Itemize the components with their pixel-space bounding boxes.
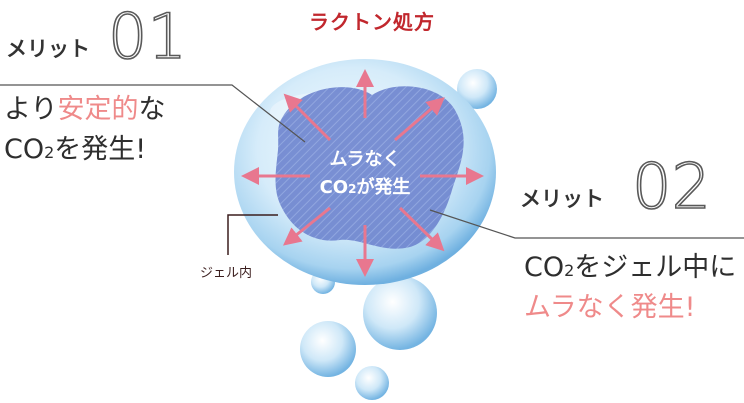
gel-pointer-line (227, 214, 278, 255)
bubble-caption-line1: ムラなく (329, 149, 401, 170)
bubble-caption: ムラなく CO2が発生 (300, 146, 430, 203)
arrow (398, 206, 445, 252)
merit2-label: メリット (520, 187, 604, 211)
small-bubble (363, 276, 437, 350)
merit2-number: 02 (631, 149, 712, 224)
merit1-line1: より安定的な (4, 94, 166, 125)
arrow (283, 93, 332, 142)
merit1-label: メリット (6, 37, 90, 61)
arrow (394, 97, 445, 142)
small-bubble (457, 69, 497, 109)
arrow (282, 206, 331, 246)
merit1-callout-line (0, 84, 306, 143)
gel-blob (275, 86, 464, 249)
merit1-number: 01 (107, 0, 188, 74)
merit2-line1: CO2をジェル中に (524, 252, 737, 283)
diagram-title: ラクトン処方 (309, 10, 435, 34)
merit2-callout-line (429, 209, 744, 239)
merit1-highlight: 安定的 (57, 94, 139, 125)
small-bubble (300, 321, 356, 377)
merit1-line2: CO2を発生! (4, 134, 147, 165)
merit2-line2: ムラなく発生! (524, 292, 696, 323)
bubble-caption-line2: CO2が発生 (319, 177, 411, 198)
gel-label: ジェル内 (200, 266, 253, 281)
small-bubble (355, 366, 389, 400)
